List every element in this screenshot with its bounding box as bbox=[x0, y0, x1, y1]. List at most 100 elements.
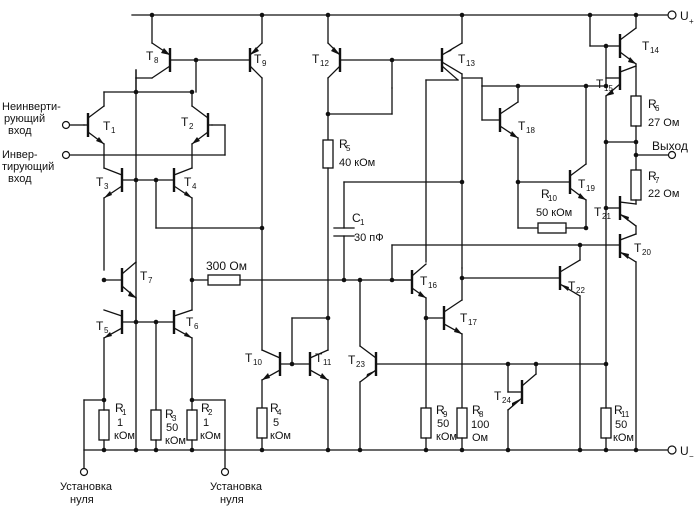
svg-text:10: 10 bbox=[253, 358, 262, 367]
svg-text:T: T bbox=[594, 205, 602, 219]
svg-text:Ом: Ом bbox=[472, 432, 488, 444]
svg-text:T: T bbox=[634, 241, 642, 255]
svg-text:14: 14 bbox=[650, 46, 659, 55]
svg-text:R: R bbox=[472, 403, 481, 417]
svg-text:Инвер-: Инвер- bbox=[2, 149, 38, 161]
svg-text:13: 13 bbox=[466, 59, 475, 68]
zero-adjust-left: Установка нуля bbox=[60, 481, 113, 506]
svg-text:T: T bbox=[568, 279, 576, 293]
svg-text:1: 1 bbox=[122, 408, 127, 417]
svg-text:19: 19 bbox=[586, 184, 595, 193]
svg-text:40 кОм: 40 кОм bbox=[339, 157, 375, 169]
svg-text:4: 4 bbox=[277, 408, 282, 417]
resistor-r9: R9 50 кОм bbox=[420, 403, 457, 451]
svg-text:3: 3 bbox=[104, 182, 109, 191]
svg-text:9: 9 bbox=[262, 59, 267, 68]
svg-text:T: T bbox=[186, 315, 194, 329]
svg-text:7: 7 bbox=[655, 176, 660, 185]
resistor-r8: R8 100 Ом bbox=[456, 403, 489, 451]
svg-text:T: T bbox=[494, 389, 502, 403]
svg-text:T: T bbox=[184, 175, 192, 189]
resistor-r2: R2 1 кОм bbox=[186, 401, 221, 451]
svg-text:T: T bbox=[518, 119, 526, 133]
svg-text:R: R bbox=[165, 407, 174, 421]
svg-text:нуля: нуля bbox=[70, 494, 94, 506]
svg-text:R: R bbox=[648, 169, 657, 183]
svg-text:кОм: кОм bbox=[114, 430, 135, 442]
svg-text:27 Ом: 27 Ом bbox=[648, 117, 679, 129]
svg-text:6: 6 bbox=[194, 322, 199, 331]
svg-text:T: T bbox=[96, 319, 104, 333]
zero-adjust-right: Установка нуля bbox=[210, 481, 263, 506]
svg-text:50: 50 bbox=[437, 418, 449, 430]
svg-text:50: 50 bbox=[166, 422, 178, 434]
svg-text:кОм: кОм bbox=[200, 430, 221, 442]
svg-text:11: 11 bbox=[323, 358, 332, 367]
svg-text:2: 2 bbox=[208, 408, 213, 417]
svg-text:100: 100 bbox=[471, 419, 489, 431]
svg-text:22 Ом: 22 Ом bbox=[648, 188, 679, 200]
svg-text:кОм: кОм bbox=[436, 431, 457, 443]
svg-text:21: 21 bbox=[602, 212, 611, 221]
svg-text:50: 50 bbox=[615, 419, 627, 431]
svg-text:50 кОм: 50 кОм bbox=[536, 207, 572, 219]
svg-text:22: 22 bbox=[576, 286, 585, 295]
svg-text:9: 9 bbox=[443, 410, 448, 419]
svg-text:вход: вход bbox=[8, 125, 32, 137]
svg-text:R: R bbox=[201, 401, 210, 415]
inverting-input: Инвер- тирующий вход bbox=[2, 124, 226, 185]
svg-text:T: T bbox=[420, 274, 428, 288]
resistor-r7: R7 22 Ом bbox=[630, 169, 679, 201]
svg-text:Неинверти-: Неинверти- bbox=[2, 101, 61, 113]
svg-text:рующий: рующий bbox=[4, 113, 45, 125]
svg-text:17: 17 bbox=[468, 318, 477, 327]
svg-text:U: U bbox=[680, 9, 689, 23]
svg-text:+: + bbox=[689, 17, 694, 26]
svg-text:1: 1 bbox=[117, 417, 123, 429]
svg-text:R: R bbox=[648, 97, 657, 111]
positive-rail: U + bbox=[131, 9, 694, 26]
resistor-r10: R10 50 кОм bbox=[517, 187, 587, 234]
svg-text:10: 10 bbox=[548, 194, 557, 203]
svg-text:8: 8 bbox=[479, 410, 484, 419]
svg-text:кОм: кОм bbox=[270, 430, 291, 442]
svg-text:C: C bbox=[352, 211, 361, 225]
svg-text:T: T bbox=[96, 175, 104, 189]
svg-text:T: T bbox=[578, 177, 586, 191]
resistor-r11: R11 50 кОм bbox=[600, 363, 634, 451]
svg-text:5: 5 bbox=[104, 326, 109, 335]
svg-text:R: R bbox=[115, 401, 124, 415]
svg-text:T: T bbox=[245, 351, 253, 365]
svg-text:3: 3 bbox=[172, 414, 177, 423]
resistor-r6: R6 27 Ом bbox=[630, 95, 679, 129]
svg-text:T: T bbox=[315, 351, 323, 365]
svg-text:8: 8 bbox=[154, 56, 159, 65]
svg-text:R: R bbox=[270, 401, 279, 415]
svg-text:1: 1 bbox=[111, 126, 116, 135]
svg-text:T: T bbox=[348, 353, 356, 367]
svg-text:кОм: кОм bbox=[613, 432, 634, 444]
svg-text:Выход: Выход bbox=[652, 139, 688, 153]
svg-text:20: 20 bbox=[642, 248, 651, 257]
svg-text:T: T bbox=[181, 115, 189, 129]
svg-text:T: T bbox=[458, 52, 466, 66]
svg-text:T: T bbox=[642, 39, 650, 53]
svg-text:1: 1 bbox=[203, 417, 209, 429]
svg-text:11: 11 bbox=[621, 410, 630, 419]
svg-text:23: 23 bbox=[356, 360, 365, 369]
